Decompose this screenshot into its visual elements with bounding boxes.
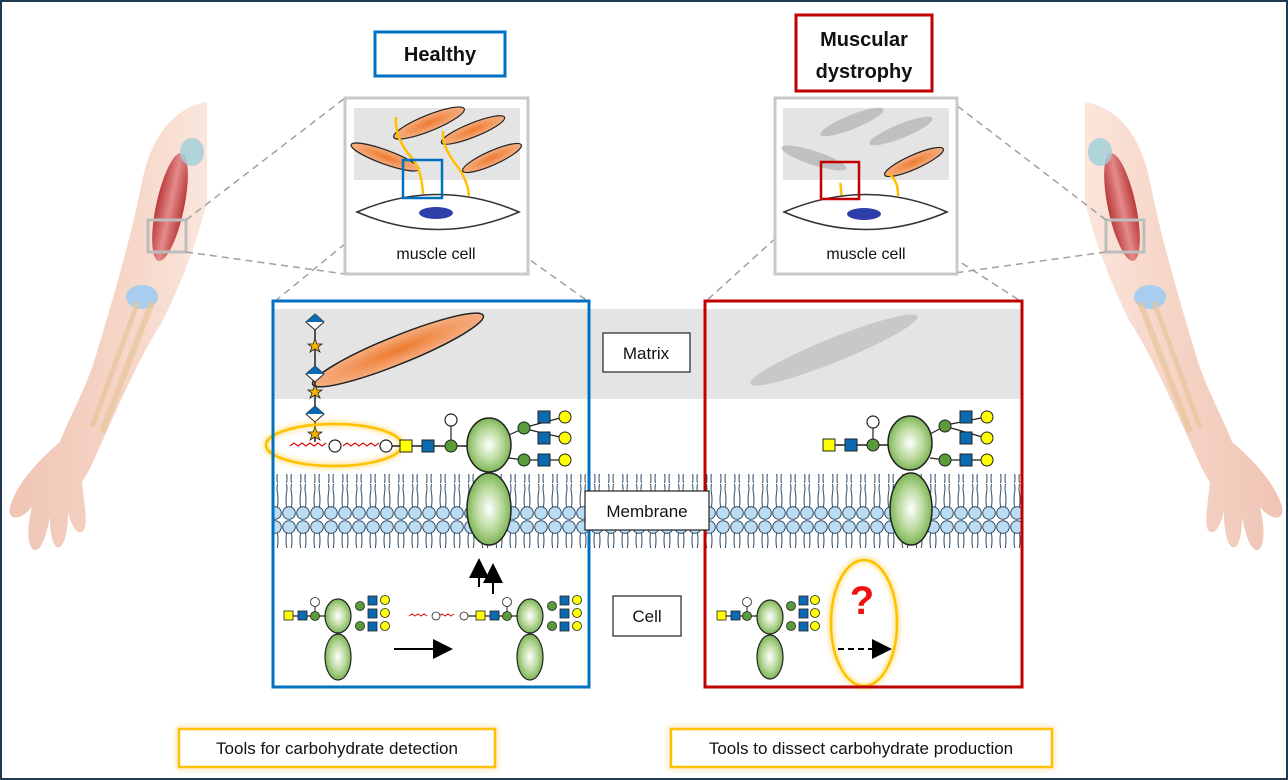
beta-dystroglycan (466, 472, 512, 546)
ribitol-phosphate-chain (289, 442, 380, 447)
zoom-connector-lines (185, 97, 1107, 303)
zoom-region-left-arm (146, 218, 188, 254)
unmodified-dystroglycan (716, 595, 820, 680)
collagen-fiber-missing (781, 145, 847, 171)
collagen-fiber (440, 115, 506, 145)
collagen-fiber (311, 312, 485, 388)
beta-dystroglycan (889, 472, 933, 546)
production-tools-label: Tools to dissect carbohydrate production (709, 739, 1013, 758)
healthy-detail-panel (264, 312, 582, 681)
nucleus (847, 208, 881, 220)
right-arm-illustration (1085, 102, 1283, 551)
collagen-fiber (462, 142, 522, 174)
dystrophy-title-line2: dystrophy (816, 61, 914, 83)
zoom-region-right-arm (1104, 218, 1146, 254)
detection-tools-label: Tools for carbohydrate detection (216, 739, 458, 758)
muscle-cell-caption: muscle cell (396, 246, 475, 263)
collagen-fiber-missing (750, 314, 918, 386)
detection-tools-callout: Tools for carbohydrate detection (177, 727, 497, 769)
nucleus (419, 207, 453, 219)
cell-label: Cell (632, 607, 661, 626)
zoom-region-dystrophy (819, 160, 861, 201)
left-arm-illustration (9, 102, 207, 551)
dystrophy-detail-panel: ? (716, 314, 994, 688)
collagen-fiber (884, 146, 944, 178)
membrane-label-box: Membrane (584, 490, 710, 531)
alpha-dystroglycan (466, 417, 512, 473)
dystrophy-title-line1: Muscular (820, 29, 908, 51)
shoulder-joint-left (180, 138, 204, 166)
dystrophy-muscle-cell-inset: muscle cell (773, 96, 959, 276)
n-glycan-branches (929, 410, 994, 467)
muscle-cell-caption: muscle cell (826, 246, 905, 263)
healthy-title: Healthy (404, 44, 477, 66)
production-tools-callout: Tools to dissect carbohydrate production (669, 727, 1054, 769)
xylose-glucuronate-chain (305, 313, 325, 441)
dystrophy-title-box: Muscular dystrophy (794, 13, 934, 93)
membrane-label: Membrane (606, 502, 687, 521)
collagen-fiber (393, 106, 465, 140)
glycan-chain (441, 130, 471, 197)
matrix-label: Matrix (623, 344, 670, 363)
modified-dystroglycan (408, 595, 582, 681)
cell-label-box: Cell (612, 595, 682, 637)
zoom-region-healthy (401, 158, 444, 200)
healthy-title-box: Healthy (373, 30, 507, 78)
biceps-muscle-right (1104, 153, 1140, 261)
collagen-fiber-missing (869, 116, 933, 146)
healthy-muscle-cell-inset: muscle cell (343, 96, 530, 276)
n-glycan-branches (508, 410, 572, 467)
biceps-muscle-left (152, 153, 188, 261)
unmodified-dystroglycan (283, 595, 390, 681)
glycan-chain (394, 116, 425, 195)
alpha-dystroglycan (887, 415, 933, 471)
question-mark: ? (850, 579, 874, 623)
matrix-label-box: Matrix (602, 332, 691, 373)
collagen-fiber-missing (820, 107, 884, 137)
